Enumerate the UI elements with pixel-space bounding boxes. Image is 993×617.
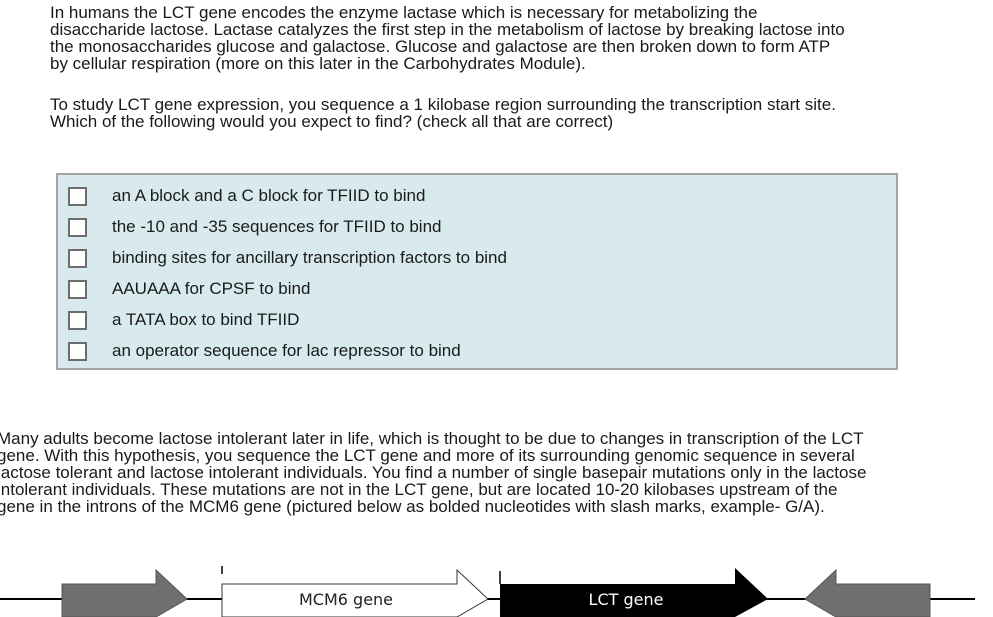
hypothesis-line: Many adults become lactose intolerant la… — [0, 429, 864, 448]
hypothesis-paragraph: Many adults become lactose intolerant la… — [0, 430, 987, 515]
option-a-block-c-block[interactable]: an A block and a C block for TFIID to bi… — [68, 184, 868, 208]
option-label: binding sites for ancillary transcriptio… — [112, 248, 507, 267]
question-line: To study LCT gene expression, you sequen… — [50, 95, 836, 114]
option-checkbox[interactable] — [68, 186, 87, 206]
upstream-gene-arrow — [61, 568, 188, 617]
hypothesis-line: gene. With this hypothesis, you sequence… — [0, 446, 855, 465]
option-label: the -10 and -35 sequences for TFIID to b… — [112, 217, 442, 236]
mcm6-gene-label: MCM6 gene — [299, 590, 393, 609]
intro-line: the monosaccharides glucose and galactos… — [50, 37, 831, 56]
gene-map-diagram: MCM6 gene LCT gene — [0, 566, 975, 617]
option-checkbox[interactable] — [68, 279, 87, 299]
answer-options-box: an A block and a C block for TFIID to bi… — [56, 173, 898, 370]
option-label: AAUAAA for CPSF to bind — [112, 279, 311, 298]
lct-gene-arrow — [500, 568, 768, 617]
option-operator-sequence[interactable]: an operator sequence for lac repressor t… — [68, 339, 868, 363]
hypothesis-line: lactose tolerant and lactose intolerant … — [0, 463, 867, 482]
option-label: a TATA box to bind TFIID — [112, 310, 300, 329]
hypothesis-line: intolerant individuals. These mutations … — [0, 480, 838, 499]
lct-gene-label: LCT gene — [589, 590, 664, 609]
intro-line: disaccharide lactose. Lactase catalyzes … — [50, 20, 845, 39]
intro-paragraph: In humans the LCT gene encodes the enzym… — [50, 4, 950, 72]
option-checkbox[interactable] — [68, 310, 87, 330]
downstream-gene-arrow — [804, 568, 931, 617]
intro-line: In humans the LCT gene encodes the enzym… — [50, 3, 758, 22]
option-checkbox[interactable] — [68, 217, 87, 237]
question-line: Which of the following would you expect … — [50, 112, 614, 131]
question-prompt: To study LCT gene expression, you sequen… — [50, 96, 950, 130]
hypothesis-line: gene in the introns of the MCM6 gene (pi… — [0, 497, 825, 516]
option-checkbox[interactable] — [68, 341, 87, 361]
option-label: an A block and a C block for TFIID to bi… — [112, 186, 426, 205]
option-tata-box[interactable]: a TATA box to bind TFIID — [68, 308, 868, 332]
option-checkbox[interactable] — [68, 248, 87, 268]
option-10-35-sequences[interactable]: the -10 and -35 sequences for TFIID to b… — [68, 215, 868, 239]
mcm6-gene-arrow — [221, 568, 489, 617]
option-aauaaa-cpsf[interactable]: AAUAAA for CPSF to bind — [68, 277, 868, 301]
option-ancillary-factor-sites[interactable]: binding sites for ancillary transcriptio… — [68, 246, 868, 270]
intro-line: by cellular respiration (more on this la… — [50, 54, 586, 73]
option-label: an operator sequence for lac repressor t… — [112, 341, 461, 360]
